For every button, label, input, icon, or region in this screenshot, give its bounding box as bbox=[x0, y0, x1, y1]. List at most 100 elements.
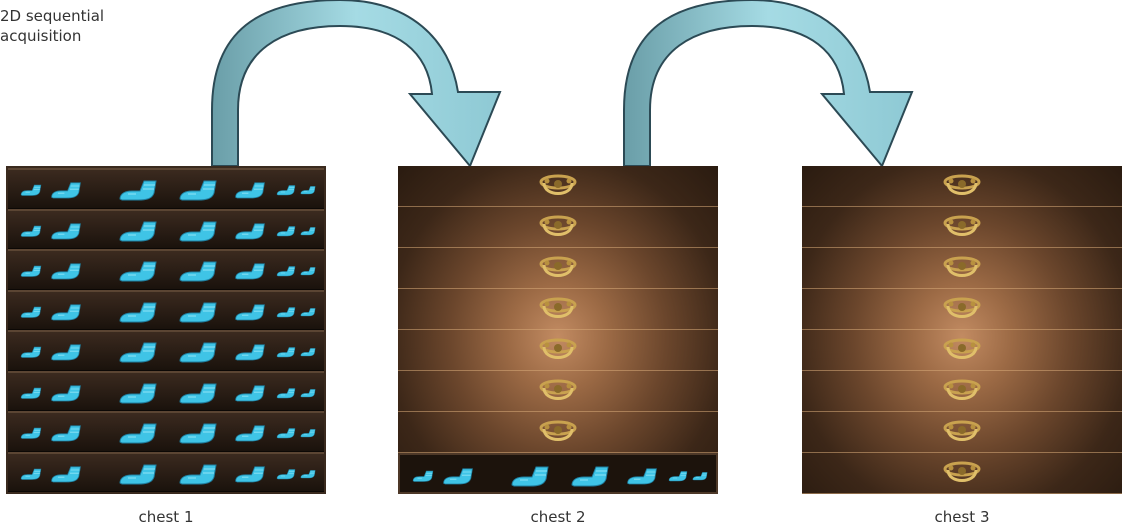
sock-icon bbox=[276, 426, 296, 440]
sock-icon bbox=[50, 343, 82, 361]
sock-icon bbox=[50, 222, 82, 240]
drawer-handle-icon bbox=[538, 255, 578, 283]
sock-icon bbox=[116, 260, 160, 282]
sock-drawer bbox=[8, 168, 324, 209]
sock-icon bbox=[20, 305, 42, 319]
drawer-handle-icon bbox=[942, 419, 982, 447]
sock-icon bbox=[176, 341, 220, 363]
drawer-handle-icon bbox=[942, 337, 982, 365]
sock-drawer bbox=[8, 289, 324, 330]
drawer-handle-icon bbox=[942, 255, 982, 283]
closed-drawer bbox=[802, 248, 1122, 289]
drawer-handle-icon bbox=[538, 378, 578, 406]
sock-drawer bbox=[8, 208, 324, 249]
sock-icon bbox=[412, 469, 434, 483]
closed-drawer bbox=[398, 289, 718, 330]
sock-icon bbox=[50, 303, 82, 321]
sock-icon bbox=[276, 264, 296, 278]
sock-icon bbox=[568, 465, 612, 487]
sock-icon bbox=[176, 463, 220, 485]
chest-1 bbox=[6, 166, 326, 494]
sock-icon bbox=[176, 382, 220, 404]
drawer-handle-icon bbox=[538, 214, 578, 242]
sock-icon bbox=[116, 341, 160, 363]
sock-icon bbox=[176, 179, 220, 201]
closed-drawer bbox=[398, 371, 718, 412]
sock-icon bbox=[20, 386, 42, 400]
sock-icon bbox=[276, 224, 296, 238]
sock-icon bbox=[300, 306, 316, 318]
sock-icon bbox=[668, 469, 688, 483]
closed-drawer bbox=[398, 330, 718, 371]
sock-drawer bbox=[8, 330, 324, 371]
sock-drawer bbox=[8, 249, 324, 290]
sock-icon bbox=[300, 387, 316, 399]
chest-3 bbox=[802, 166, 1122, 494]
diagram-title: 2D sequential acquisition bbox=[0, 6, 104, 46]
sock-icon bbox=[20, 224, 42, 238]
sock-icon bbox=[20, 183, 42, 197]
sock-icon bbox=[116, 422, 160, 444]
sock-icon bbox=[234, 384, 266, 402]
sock-icon bbox=[234, 181, 266, 199]
closed-drawer bbox=[398, 248, 718, 289]
sock-icon bbox=[176, 260, 220, 282]
drawer-handle-icon bbox=[942, 460, 982, 488]
sock-drawer bbox=[8, 370, 324, 411]
sock-icon bbox=[300, 346, 316, 358]
sock-icon bbox=[20, 345, 42, 359]
arrow-chest2-to-chest3 bbox=[623, 0, 914, 168]
drawer-handle-icon bbox=[538, 419, 578, 447]
sock-icon bbox=[276, 345, 296, 359]
closed-drawer bbox=[398, 166, 718, 207]
sock-icon bbox=[626, 467, 658, 485]
sock-icon bbox=[176, 301, 220, 323]
closed-drawer bbox=[802, 371, 1122, 412]
sock-icon bbox=[300, 184, 316, 196]
arrow-chest1-to-chest2 bbox=[211, 0, 502, 168]
sock-icon bbox=[508, 465, 552, 487]
drawer-handle-icon bbox=[942, 173, 982, 201]
sock-icon bbox=[50, 262, 82, 280]
closed-drawer bbox=[802, 207, 1122, 248]
sock-drawer bbox=[8, 411, 324, 452]
sock-icon bbox=[234, 343, 266, 361]
chest-2 bbox=[398, 166, 718, 494]
sock-icon bbox=[276, 305, 296, 319]
sock-icon bbox=[692, 470, 708, 482]
title-line-2: acquisition bbox=[0, 27, 82, 45]
sock-icon bbox=[276, 183, 296, 197]
chest-2-label: chest 2 bbox=[530, 508, 586, 526]
closed-drawer bbox=[802, 289, 1122, 330]
sock-icon bbox=[234, 262, 266, 280]
sock-icon bbox=[116, 179, 160, 201]
sock-icon bbox=[20, 467, 42, 481]
title-line-1: 2D sequential bbox=[0, 7, 105, 25]
sock-icon bbox=[20, 426, 42, 440]
sock-drawer bbox=[398, 453, 718, 494]
sock-icon bbox=[234, 424, 266, 442]
closed-drawer bbox=[802, 330, 1122, 371]
sock-icon bbox=[300, 427, 316, 439]
sock-icon bbox=[116, 301, 160, 323]
closed-drawer bbox=[802, 453, 1122, 494]
sock-icon bbox=[50, 384, 82, 402]
sock-icon bbox=[50, 181, 82, 199]
sock-icon bbox=[276, 386, 296, 400]
sock-icon bbox=[234, 303, 266, 321]
drawer-handle-icon bbox=[538, 173, 578, 201]
drawer-handle-icon bbox=[942, 378, 982, 406]
closed-drawer bbox=[398, 412, 718, 453]
sock-icon bbox=[116, 382, 160, 404]
chest-1-label: chest 1 bbox=[138, 508, 194, 526]
drawer-handle-icon bbox=[942, 214, 982, 242]
sock-icon bbox=[116, 463, 160, 485]
sock-icon bbox=[176, 422, 220, 444]
closed-drawer bbox=[802, 166, 1122, 207]
sock-icon bbox=[276, 467, 296, 481]
closed-drawer bbox=[802, 412, 1122, 453]
sock-icon bbox=[20, 264, 42, 278]
sock-icon bbox=[176, 220, 220, 242]
sock-icon bbox=[300, 225, 316, 237]
